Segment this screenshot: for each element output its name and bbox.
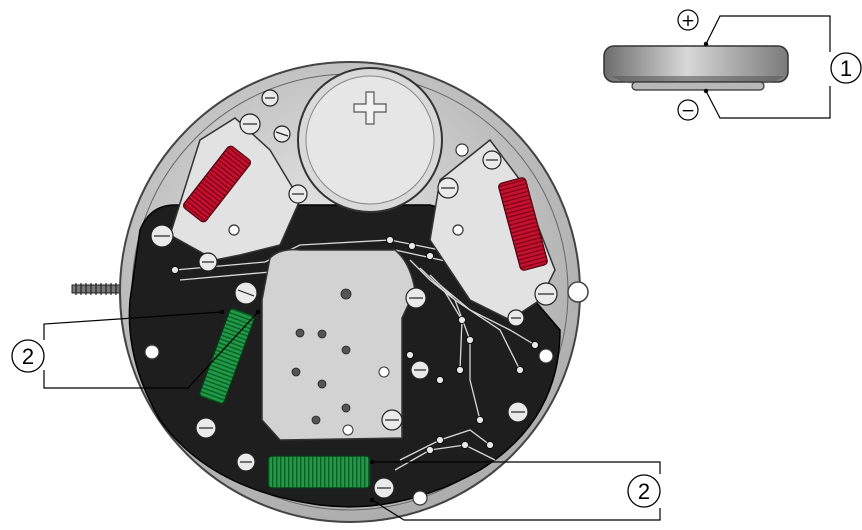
battery-leader-bottom bbox=[705, 86, 831, 119]
screw bbox=[410, 360, 430, 380]
callout-2-bottom-circle bbox=[627, 474, 661, 508]
ic-plate-holes bbox=[291, 288, 352, 425]
screw bbox=[482, 150, 502, 170]
screw bbox=[405, 287, 427, 309]
leader-left-dot-1 bbox=[219, 309, 225, 315]
minus-symbol: − bbox=[681, 101, 695, 121]
screw bbox=[261, 89, 279, 107]
coil-callout-left: 2 bbox=[11, 309, 261, 389]
leader-bottom-top bbox=[372, 461, 661, 474]
screw bbox=[373, 477, 395, 499]
callout-2-bottom-label: 2 bbox=[638, 479, 650, 504]
callout-2-left-label: 2 bbox=[22, 344, 34, 369]
leader-bottom-dot-2 bbox=[369, 497, 375, 503]
battery-plus-mark bbox=[353, 91, 387, 125]
minus-symbol-circle bbox=[677, 99, 699, 121]
leader-left-dot-2 bbox=[255, 309, 261, 315]
coil-red-left bbox=[182, 145, 252, 223]
leader-left-bottom bbox=[43, 311, 259, 389]
screw bbox=[236, 452, 256, 472]
battery-negative-cap bbox=[631, 81, 765, 91]
coil-red-right bbox=[498, 177, 548, 271]
ic-pin-light bbox=[378, 366, 390, 378]
coil-green-bottom bbox=[267, 455, 371, 489]
plate-holes bbox=[144, 143, 554, 506]
battery-leader-top bbox=[705, 15, 831, 52]
screw bbox=[198, 252, 218, 272]
winding-stem bbox=[71, 283, 131, 295]
movement bbox=[71, 61, 589, 523]
screws bbox=[150, 89, 558, 499]
battery-cell: + − 1 bbox=[603, 9, 862, 121]
coil-green-left bbox=[199, 307, 255, 405]
leader-bottom-bottom bbox=[371, 499, 661, 521]
screw bbox=[234, 281, 258, 305]
screw bbox=[534, 282, 558, 306]
screw bbox=[507, 401, 529, 423]
circuit-pads bbox=[171, 236, 539, 454]
screw bbox=[288, 184, 308, 204]
ic-cover-plate bbox=[261, 248, 416, 441]
callout-2-left-circle bbox=[11, 339, 45, 373]
leader-bottom-dot-1 bbox=[369, 459, 375, 465]
leader-left-top bbox=[43, 311, 223, 340]
screw bbox=[239, 113, 261, 135]
screw bbox=[150, 224, 174, 248]
ic-pin-light-2 bbox=[342, 424, 354, 436]
screw bbox=[273, 125, 291, 143]
callout-1-circle bbox=[830, 52, 862, 84]
screw bbox=[437, 177, 459, 199]
movement-battery-face bbox=[305, 75, 435, 205]
screw bbox=[507, 309, 525, 327]
plate-notch bbox=[567, 281, 589, 303]
callout-1-label: 1 bbox=[840, 56, 852, 81]
plus-symbol-circle bbox=[677, 9, 699, 31]
screw bbox=[381, 409, 403, 431]
plus-symbol: + bbox=[681, 11, 695, 31]
screw bbox=[195, 417, 217, 439]
coil-callout-bottom: 2 bbox=[369, 459, 661, 521]
